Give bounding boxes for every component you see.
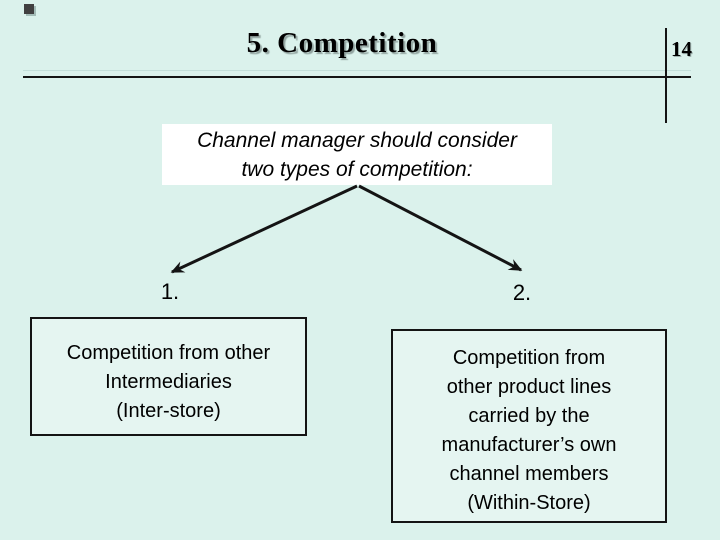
- branch-1-box-line-3: (Inter-store): [116, 400, 221, 422]
- branch-1-label: 1.: [160, 279, 180, 304]
- page-number-divider-line: [665, 28, 667, 123]
- branch-2-label: 2.: [512, 280, 532, 305]
- title-underline: [23, 76, 691, 78]
- header-line-2: two types of competition:: [241, 158, 473, 181]
- page-number: 14: [671, 37, 692, 61]
- branch-2-box-line-6: (Within-Store): [467, 492, 591, 514]
- branch-2-box-line-5: channel members: [449, 463, 609, 485]
- template-corner-square: [24, 4, 34, 14]
- branch-2-box-line-1: Competition from: [452, 347, 606, 369]
- header-line-1: Channel manager should consider: [197, 129, 517, 152]
- branch-2-box-line-4: manufacturer’s own: [441, 434, 617, 456]
- right-arrow: [358, 184, 523, 272]
- branch-1-box-line-1: Competition from other: [66, 342, 271, 364]
- branch-1-box-line-2: Intermediaries: [105, 371, 232, 393]
- title-underline-highlight: [23, 70, 691, 71]
- branch-1-box: Competition from other Intermediaries (I…: [30, 317, 307, 436]
- branch-2-box-line-3: carried by the: [468, 405, 590, 427]
- slide-title: 5. Competition: [246, 27, 438, 59]
- branch-2-box-line-2: other product lines: [446, 376, 612, 398]
- header-text-box: Channel manager should consider two type…: [162, 124, 552, 185]
- branch-2-box: Competition from other product lines car…: [391, 329, 667, 523]
- left-arrow: [170, 184, 358, 274]
